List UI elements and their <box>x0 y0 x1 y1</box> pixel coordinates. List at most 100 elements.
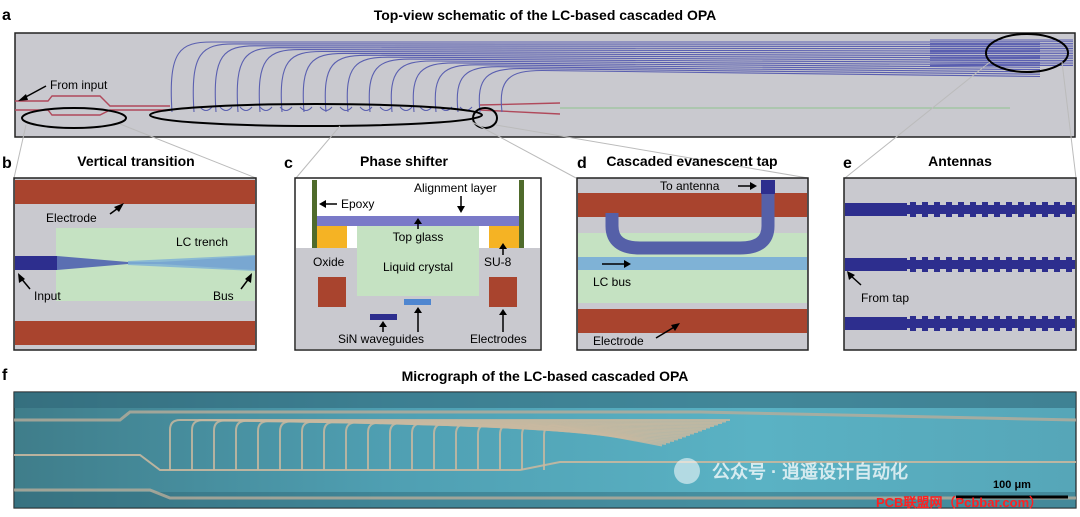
su8-left <box>317 226 347 248</box>
grating-tooth <box>970 316 976 331</box>
panel-a: a Top-view schematic of the LC-based cas… <box>2 7 1077 179</box>
to-antenna-waveguide <box>761 180 775 194</box>
grating-tooth <box>910 257 916 272</box>
fan-waveguide <box>390 60 1041 113</box>
panel-c: c Phase shifter Alignment layer Epoxy To… <box>284 153 542 351</box>
oxide-label: Oxide <box>313 255 345 269</box>
zoom-line-e-left <box>844 61 991 179</box>
grating-tooth <box>982 202 988 217</box>
antenna-bundle <box>930 39 1073 66</box>
fan-waveguide <box>368 58 1041 113</box>
grating-tooth <box>922 316 928 331</box>
grating-tooth <box>1054 316 1060 331</box>
grating-tooth <box>994 202 1000 217</box>
micrograph-loops <box>169 419 730 470</box>
micrograph-loop <box>191 419 727 470</box>
fan-waveguide <box>324 54 1041 113</box>
to-antenna-arrowhead <box>750 182 757 190</box>
top-glass-label: Top glass <box>393 230 444 244</box>
scale-label: 100 μm <box>993 479 1031 491</box>
bus-hairpin <box>339 106 353 111</box>
bus-hairpin <box>239 106 253 111</box>
lc-bus-label: LC bus <box>593 275 631 289</box>
antenna-feed <box>845 317 907 330</box>
grating-tooth <box>1006 202 1012 217</box>
panel-d: d Cascaded evanescent tap To antenna LC … <box>576 153 809 351</box>
credit-text: PCB联盟网（Pcbbar.com） <box>876 495 1042 510</box>
epoxy-right <box>519 180 524 248</box>
micrograph-loop <box>213 419 723 470</box>
grating-tooth <box>1042 202 1048 217</box>
antenna-feed <box>845 203 907 216</box>
bus-hairpin <box>219 106 233 111</box>
grating-tooth <box>1066 202 1072 217</box>
micrograph-loop <box>499 423 671 470</box>
epoxy-left <box>312 180 317 248</box>
grating-tooth <box>934 316 940 331</box>
micrograph-upper-edge <box>14 410 1077 422</box>
electrode-label: Electrode <box>46 211 97 225</box>
grating-tooth <box>970 257 976 272</box>
panel-b-title: Vertical transition <box>77 153 194 169</box>
to-antenna-label: To antenna <box>660 179 720 193</box>
grating-tooth <box>1054 257 1060 272</box>
micrograph-lower-edge <box>14 488 1076 500</box>
su8-right <box>489 226 519 248</box>
grating-tooth <box>1066 316 1072 331</box>
top-electrode <box>15 180 255 204</box>
sin-waveguides-label: SiN waveguides <box>338 332 424 346</box>
epoxy-arrowhead <box>319 200 326 208</box>
micrograph-loop <box>455 422 679 470</box>
bus-hairpin <box>319 106 333 111</box>
panel-e: e Antennas From tap <box>843 153 1077 351</box>
micrograph-loop <box>411 422 687 470</box>
fan-waveguide <box>478 68 1041 113</box>
fan-waveguide <box>456 66 1041 113</box>
grating-tooth <box>934 257 940 272</box>
antenna-core <box>907 260 1075 269</box>
zoom-line-c-left <box>295 125 341 179</box>
micrograph-loop <box>521 423 667 470</box>
grating-tooth <box>958 202 964 217</box>
grating-tooth <box>922 202 928 217</box>
electrode-arrow-d <box>655 325 677 339</box>
panel-f: f Micrograph of the LC-based cascaded OP… <box>2 367 1077 510</box>
su8-label: SU-8 <box>484 255 512 269</box>
micrograph-loop <box>257 420 715 470</box>
micrograph-loop <box>367 421 695 470</box>
bus-hairpin <box>399 106 413 111</box>
zoom-line-b-right <box>119 123 257 179</box>
micrograph-top-band <box>14 392 1076 408</box>
micrograph-loop <box>345 421 699 470</box>
right-electrode <box>489 277 517 307</box>
fan-waveguide <box>500 69 1041 113</box>
panel-c-title: Phase shifter <box>360 153 448 169</box>
bus-hairpin <box>299 106 313 111</box>
fan-waveguide <box>258 49 1041 113</box>
watermark-logo <box>674 458 700 484</box>
fan-waveguide <box>214 45 1041 113</box>
grating-tooth <box>1030 202 1036 217</box>
from-tap-label: From tap <box>861 291 909 305</box>
panel-b-letter: b <box>2 155 12 172</box>
panel-b: b Vertical transition Electrode LC trenc… <box>2 153 257 351</box>
panel-e-title: Antennas <box>928 153 992 169</box>
micrograph-loop <box>323 421 703 470</box>
electrodes-arrowhead <box>499 309 507 315</box>
su8-arrowhead <box>499 243 507 249</box>
zoom-line-b-left <box>13 124 27 179</box>
ellipse-tap <box>472 107 498 129</box>
input-label: Input <box>34 289 61 303</box>
bus-waveguide <box>128 255 255 271</box>
grating-tooth <box>1018 202 1024 217</box>
grating-tooth <box>958 316 964 331</box>
panel-e-letter: e <box>843 155 852 172</box>
grating-tooth <box>1042 257 1048 272</box>
grating-tooth <box>910 202 916 217</box>
sin-waveguide-lower <box>370 314 397 320</box>
grating-tooth <box>982 257 988 272</box>
fan-waveguide <box>434 64 1041 113</box>
grating-tooth <box>982 316 988 331</box>
panel-a-title: Top-view schematic of the LC-based casca… <box>374 7 717 23</box>
micrograph-loop <box>389 421 691 470</box>
